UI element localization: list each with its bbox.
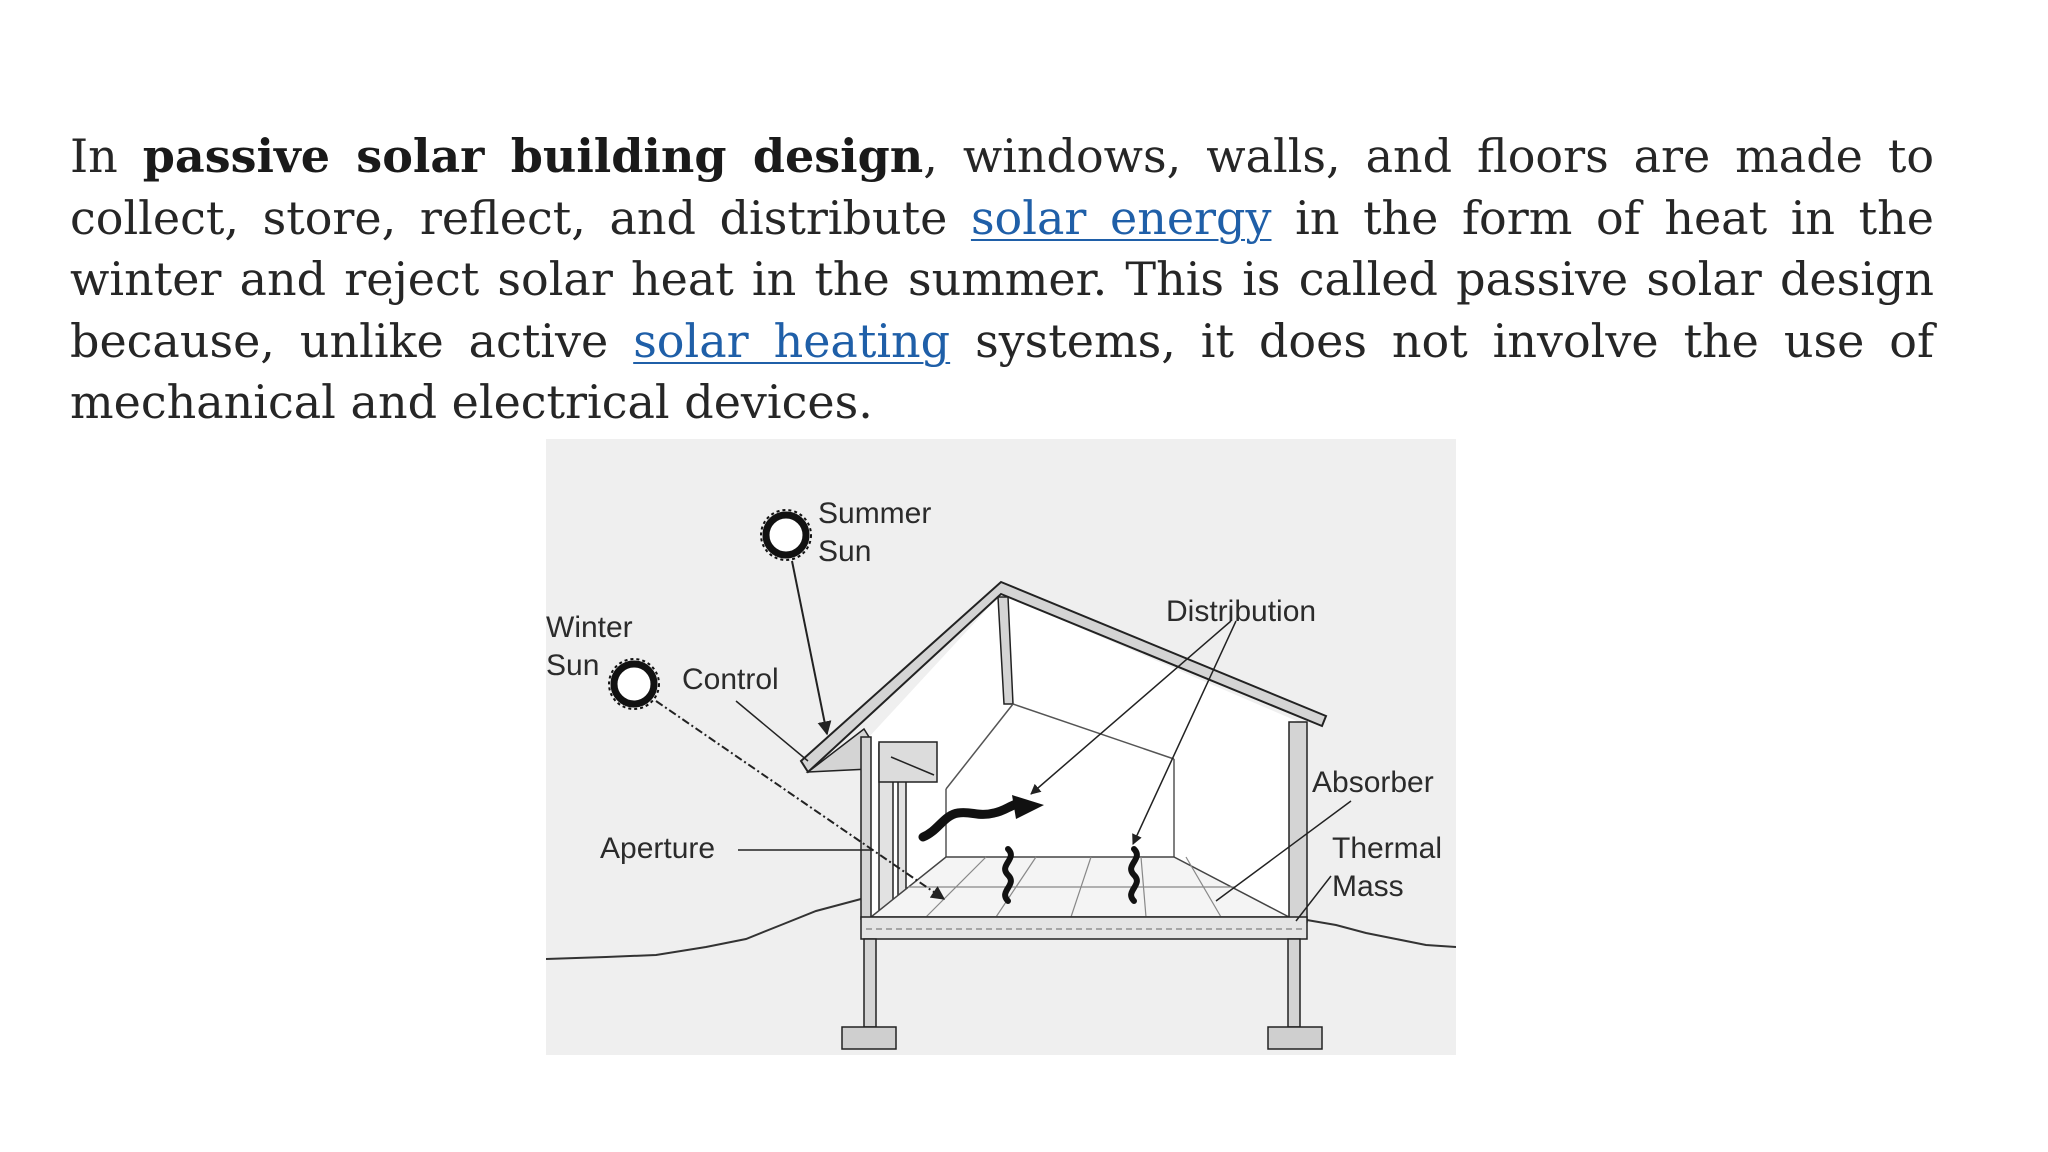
- absorber-label: Absorber: [1312, 766, 1434, 799]
- winter-sun-label-2: Sun: [546, 649, 599, 682]
- summer-sun-label-2: Sun: [818, 535, 871, 568]
- left-footing: [841, 1026, 897, 1050]
- ground-line-right: [1300, 918, 1456, 948]
- house-interior: [869, 594, 1299, 917]
- winter-sun-ray: [655, 700, 946, 900]
- distribution-label: Distribution: [1166, 595, 1316, 628]
- body-paragraph: In passive solar building design, window…: [70, 126, 1934, 434]
- summer-sun-label: Summer: [818, 497, 931, 530]
- bold-term: passive solar building design: [142, 129, 924, 183]
- winter-sun-label: Winter: [546, 611, 633, 644]
- absorber-leader: [1215, 800, 1352, 902]
- aperture-label: Aperture: [600, 832, 715, 865]
- winter-sun-icon: [608, 658, 660, 710]
- passive-solar-diagram: Summer Sun Winter Sun Control Distributi…: [546, 439, 1456, 1055]
- paragraph-text-2: in the form of heat in the winter and re…: [70, 190, 1934, 368]
- window-shade: [878, 741, 938, 783]
- summer-sun-icon: [760, 509, 812, 561]
- summer-sun-ray: [791, 560, 832, 736]
- right-footing: [1267, 1026, 1323, 1050]
- paragraph-text-3: systems, it does not involve the use of …: [70, 313, 1934, 430]
- left-pier: [863, 938, 877, 1028]
- thermal-mass-label: Thermal: [1332, 832, 1442, 865]
- distribution-leader-1: [1030, 620, 1232, 795]
- floor-slab: [860, 916, 1308, 940]
- thermal-mass-leader: [1295, 875, 1332, 922]
- thermal-mass-label-2: Mass: [1332, 870, 1404, 903]
- control-leader: [735, 700, 809, 762]
- heat-squiggle-2: [1128, 846, 1140, 904]
- paragraph-text-1: , windows, walls, and floors are made to…: [70, 129, 1935, 245]
- heat-squiggle-1: [1002, 846, 1014, 904]
- heat-flow-arrow: [918, 799, 1021, 842]
- left-wall: [860, 736, 872, 920]
- paragraph-intro: In: [70, 129, 143, 183]
- right-pier: [1287, 938, 1301, 1028]
- distribution-leader-2: [1132, 620, 1237, 845]
- control-label: Control: [682, 663, 779, 696]
- solar-heating-link[interactable]: solar heating: [633, 313, 951, 368]
- solar-energy-link[interactable]: solar energy: [970, 190, 1272, 245]
- right-wall: [1288, 721, 1308, 923]
- ground-line: [546, 898, 862, 960]
